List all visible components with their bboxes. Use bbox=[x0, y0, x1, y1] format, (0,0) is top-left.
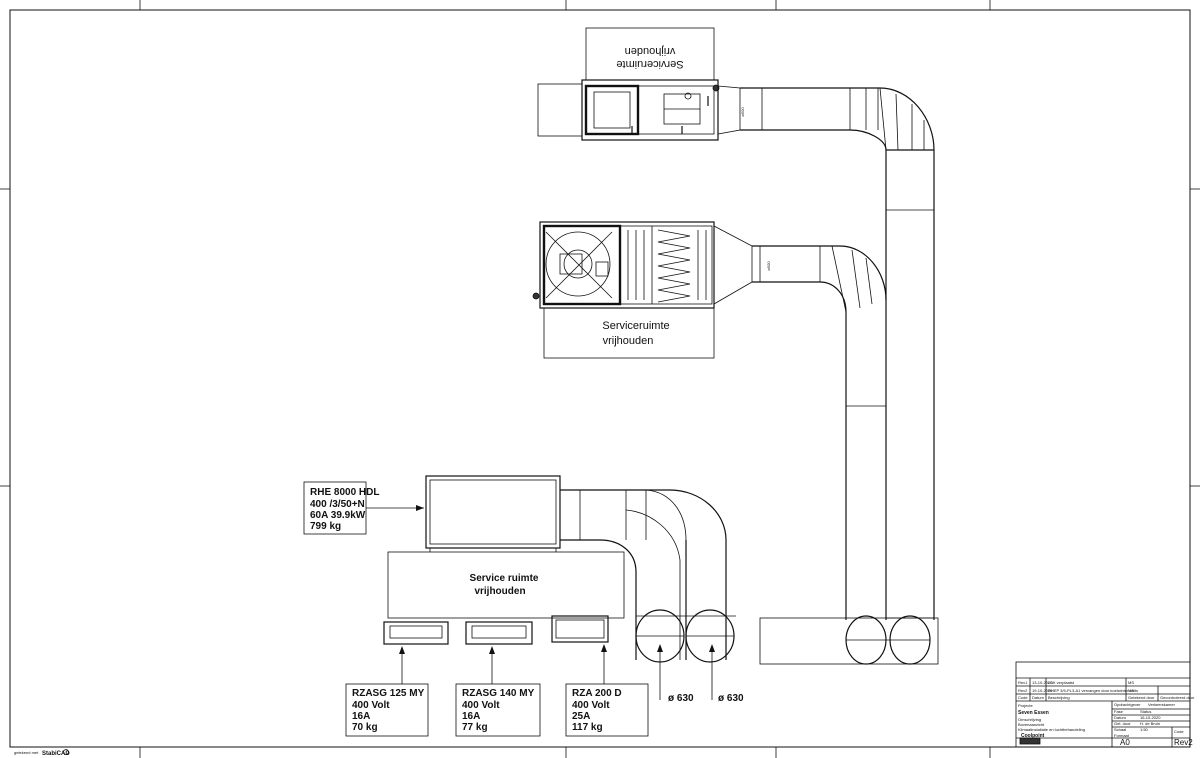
middle-service-area-label-1: Serviceruimte bbox=[602, 320, 669, 332]
condensing-units bbox=[383, 615, 609, 645]
rzasg140-line-4: 77 kg bbox=[462, 722, 488, 733]
field-3-label: Get. door bbox=[1114, 721, 1131, 726]
company-name: Coolpoint bbox=[1021, 733, 1045, 739]
rza200-line-3: 25A bbox=[572, 711, 590, 722]
rev1-code: Rev1 bbox=[1018, 680, 1028, 685]
rza200-line-4: 117 kg bbox=[572, 722, 603, 733]
field-2-label: Datum bbox=[1114, 715, 1126, 720]
label-rza-200: RZA 200 D 400 Volt 25A 117 kg bbox=[565, 683, 649, 737]
field-1-value: Status bbox=[1140, 709, 1151, 714]
rev-header-date: Datum bbox=[1032, 695, 1044, 700]
field-2-value: 16-10-2020 bbox=[1140, 715, 1161, 720]
rhe-line-4: 799 kg bbox=[310, 521, 341, 532]
title-block: Rev1 13-10-2020 LBK verplaatst MS Rev2 1… bbox=[1015, 661, 1195, 748]
code-label: Code bbox=[1174, 729, 1184, 734]
label-rzasg-140: RZASG 140 MY 400 Volt 16A 77 kg bbox=[455, 683, 541, 737]
rev-header-code: Code bbox=[1018, 695, 1028, 700]
rev2-desc: RHEP 3/5-PL3-A1 vervangen door koelwinte… bbox=[1048, 688, 1138, 693]
project-name: Seven Essen bbox=[1018, 710, 1049, 716]
label-rhe-8000: RHE 8000 HDL 400 /3/50+N 60A 39.9kW 799 … bbox=[303, 481, 379, 535]
rzasg140-line-3: 16A bbox=[462, 711, 480, 722]
format-value: A0 bbox=[1120, 738, 1130, 747]
field-4-label: Schaal bbox=[1114, 727, 1126, 732]
rza200-line-1: RZA 200 D bbox=[572, 688, 622, 699]
rev-header-checked: Gecontroleerd door bbox=[1160, 695, 1195, 700]
top-air-handling-unit: Serviceruimte vrijhouden ø500 bbox=[537, 27, 745, 141]
rzasg125-line-3: 16A bbox=[352, 711, 370, 722]
field-1-label: Fase bbox=[1114, 709, 1124, 714]
rev-header-drawn: Getekend door bbox=[1128, 695, 1155, 700]
software-logo: StabiCAD bbox=[42, 751, 70, 757]
rev-header-desc: Beschrijving bbox=[1048, 695, 1070, 700]
outlet-left-dimension: ø 630 bbox=[668, 693, 694, 704]
middle-duct-run bbox=[752, 245, 887, 620]
middle-service-area-label-2: vrijhouden bbox=[603, 335, 654, 347]
top-service-area-label-1: Serviceruimte bbox=[616, 58, 683, 70]
rhe-line-1: RHE 8000 HDL bbox=[310, 487, 379, 498]
revision-value: Rev2 bbox=[1174, 738, 1193, 747]
top-duct-run bbox=[740, 87, 935, 620]
rzasg140-line-2: 400 Volt bbox=[462, 700, 500, 711]
rhe-line-2: 400 /3/50+N bbox=[310, 499, 365, 510]
project-label: Projecte bbox=[1018, 703, 1033, 708]
lower-unit-and-ducts bbox=[425, 475, 736, 663]
leader-lines bbox=[366, 505, 715, 700]
rzasg125-line-4: 70 kg bbox=[352, 722, 378, 733]
format-label: Formaat bbox=[1114, 733, 1130, 738]
rev2-date: 19-10-2020 bbox=[1032, 688, 1053, 693]
bottom-service-area: Service ruimte vrijhouden bbox=[387, 551, 625, 619]
middle-air-handling-unit: Serviceruimte vrijhouden ø500 bbox=[532, 221, 771, 359]
rev2-by: MS bbox=[1128, 688, 1134, 693]
client-name: Verkeerskamer bbox=[1148, 702, 1176, 707]
footer: getekend met StabiCAD bbox=[14, 749, 70, 757]
bottom-service-area-label-2: vrijhouden bbox=[474, 586, 525, 597]
rzasg140-line-1: RZASG 140 MY bbox=[462, 688, 535, 699]
field-3-value: H. de Bruin bbox=[1140, 721, 1160, 726]
rev2-code: Rev2 bbox=[1018, 688, 1028, 693]
description-text-2: Klimaatinstallatie en luchtbehandeling bbox=[1018, 727, 1085, 732]
rhe-line-3: 60A 39.9kW bbox=[310, 510, 366, 521]
rzasg125-line-2: 400 Volt bbox=[352, 700, 390, 711]
top-duct-size-label: ø500 bbox=[740, 107, 745, 117]
rev1-by: MS bbox=[1128, 680, 1134, 685]
description-label: Omschrijving bbox=[1018, 717, 1041, 722]
client-label: Opdrachtgever bbox=[1114, 702, 1141, 707]
rev1-date: 13-10-2020 bbox=[1032, 680, 1053, 685]
footer-text: getekend met bbox=[14, 750, 39, 755]
bottom-service-area-label-1: Service ruimte bbox=[470, 573, 539, 584]
field-4-value: 1:50 bbox=[1140, 727, 1149, 732]
label-rzasg-125: RZASG 125 MY 400 Volt 16A 70 kg bbox=[345, 683, 429, 737]
right-duct-terminations bbox=[759, 615, 939, 665]
outlet-right-dimension: ø 630 bbox=[718, 693, 744, 704]
rzasg125-line-1: RZASG 125 MY bbox=[352, 688, 425, 699]
rza200-line-2: 400 Volt bbox=[572, 700, 610, 711]
middle-duct-size-label: ø500 bbox=[766, 261, 771, 271]
top-service-area-label-2: vrijhouden bbox=[625, 45, 676, 57]
rev1-desc: LBK verplaatst bbox=[1048, 680, 1075, 685]
description-text: Bovenaanzicht bbox=[1018, 722, 1045, 727]
